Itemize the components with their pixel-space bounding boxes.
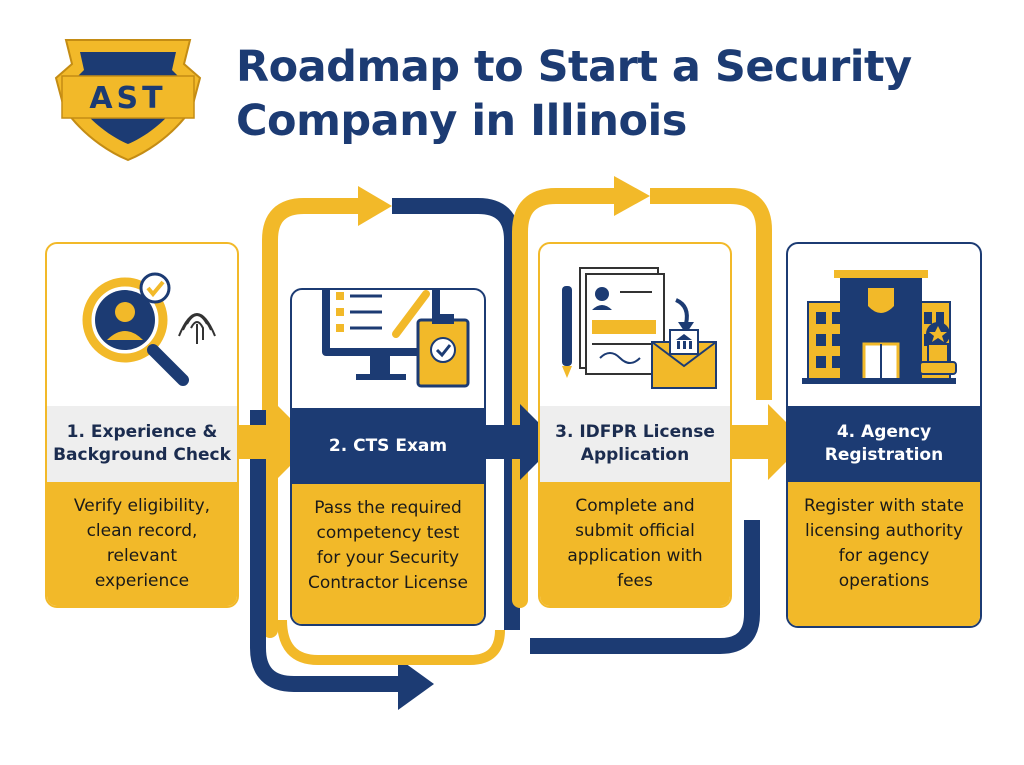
flow-arrow-gold-loop-1 xyxy=(262,198,368,638)
step-1-icon-area xyxy=(47,244,237,406)
flow-arrow-navy-loop-1 xyxy=(392,198,520,630)
flow-arrowhead-gold-top-1 xyxy=(358,186,392,226)
page-title: Roadmap to Start a Security Company in I… xyxy=(236,40,996,148)
step-4-icon-area xyxy=(788,244,980,406)
agency-building-icon xyxy=(802,270,957,384)
flow-arrowhead-navy-bottom xyxy=(398,658,434,710)
step-card-2: 2. CTS Exam Pass the required competency… xyxy=(290,288,486,626)
step-3-title: 3. IDFPR License Application xyxy=(540,406,730,482)
flow-arrowhead-gold-top-2 xyxy=(614,176,650,216)
step-2-description: Pass the required competency test for yo… xyxy=(292,484,484,624)
flow-arrow-navy-loop-2 xyxy=(530,520,760,654)
step-card-3: 3. IDFPR License Application Complete an… xyxy=(538,242,732,608)
step-3-icon-area xyxy=(540,244,730,406)
step-4-title: 4. Agency Registration xyxy=(788,406,980,482)
background-check-icon xyxy=(82,272,216,386)
flow-arrow-gold-bottom-1 xyxy=(277,619,505,665)
step-4-description: Register with state licensing authority … xyxy=(788,482,980,626)
flow-arrow-navy-bottom-1 xyxy=(250,410,400,692)
step-card-1: 1. Experience & Background Check Verify … xyxy=(45,242,239,608)
step-1-description: Verify eligibility, clean record, releva… xyxy=(47,482,237,606)
ast-logo: AST xyxy=(54,39,202,162)
page-title-line-1: Roadmap to Start a Security xyxy=(236,42,912,92)
step-card-4: 4. Agency Registration Register with sta… xyxy=(786,242,982,628)
flow-arrow-gold-loop-2b xyxy=(650,188,772,400)
step-3-description: Complete and submit official application… xyxy=(540,482,730,606)
step-2-icon-area xyxy=(292,290,484,408)
page-title-line-2: Company in Illinois xyxy=(236,96,687,146)
exam-computer-icon xyxy=(322,290,470,388)
step-1-title: 1. Experience & Background Check xyxy=(47,406,237,482)
flow-arrow-gold-loop-2 xyxy=(512,188,624,608)
application-document-icon xyxy=(562,267,717,389)
step-2-title: 2. CTS Exam xyxy=(292,408,484,484)
logo-text: AST xyxy=(89,81,166,116)
